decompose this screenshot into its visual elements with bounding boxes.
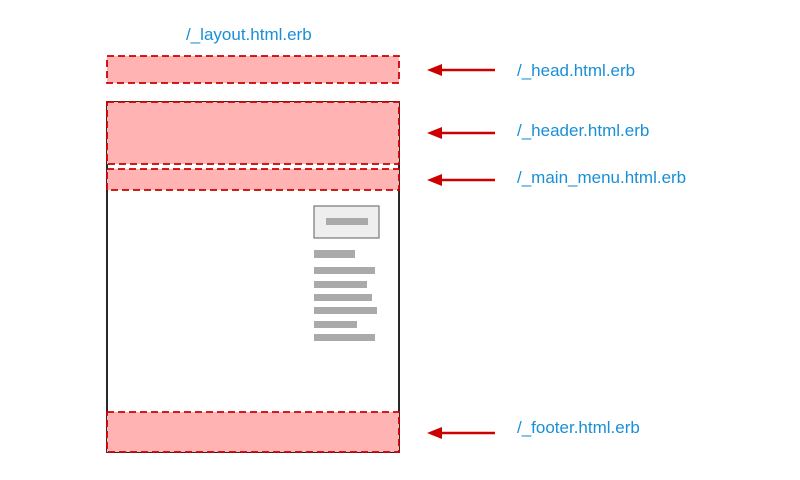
head-partial-label: /_head.html.erb <box>517 61 635 80</box>
main-menu-arrow <box>427 174 495 186</box>
footer-partial-label: /_footer.html.erb <box>517 418 640 437</box>
sidebar-text-line <box>314 321 357 328</box>
sidebar-text-line <box>314 281 367 288</box>
main-menu-partial-label: /_main_menu.html.erb <box>517 168 686 187</box>
head-region <box>106 55 400 84</box>
sidebar-text-line <box>314 307 377 314</box>
sidebar-heading-bar <box>314 250 355 258</box>
sidebar-text-line <box>314 267 375 274</box>
sidebar-box-bar <box>326 218 368 225</box>
header-arrow <box>427 127 495 139</box>
footer-arrow <box>427 427 495 439</box>
main-menu-region <box>106 168 400 191</box>
sidebar-text-line <box>314 294 372 301</box>
head-arrow <box>427 64 495 76</box>
header-region <box>106 101 400 165</box>
layout-label: /_layout.html.erb <box>186 25 312 44</box>
header-partial-label: /_header.html.erb <box>517 121 649 140</box>
footer-region <box>106 411 400 453</box>
sidebar-text-line <box>314 334 375 341</box>
